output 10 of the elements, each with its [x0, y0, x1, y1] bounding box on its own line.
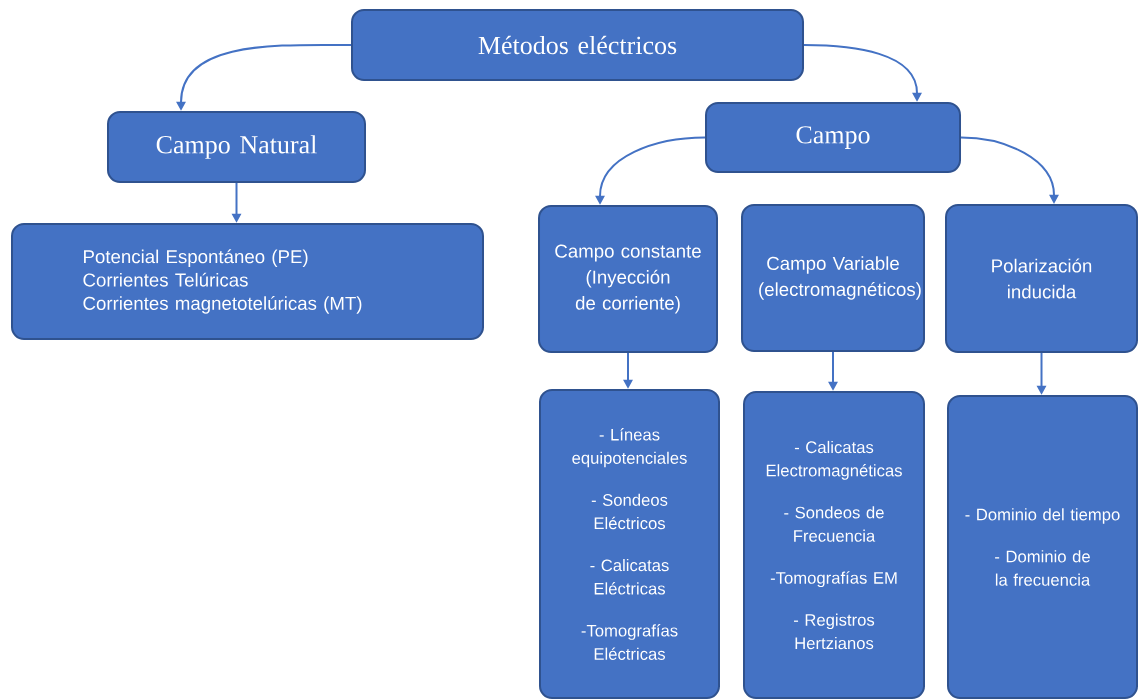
process-box: Campo	[705, 102, 961, 173]
process-box: Campo constante (Inyección de corriente)	[538, 205, 718, 353]
process-box: Campo Variable (electromagnéticos)	[741, 204, 925, 352]
process-box: Polarización inducida	[945, 204, 1138, 353]
process-box: - Líneas equipotenciales - Sondeos Eléctricos - Calicatas Eléctricas -Tomografías Eléctricas	[539, 389, 720, 699]
process-box: Campo Natural	[107, 111, 366, 183]
process-box: Potencial Espontáneo (PE) Corrientes Telúricas Corrientes magnetotelúricas (MT)	[11, 223, 484, 340]
process-box: Métodos eléctricos	[351, 9, 804, 81]
process-box: - Calicatas Electromagnéticas - Sondeos de Frecuencia -Tomografías EM - Registros Hertzianos	[743, 391, 925, 699]
process-box: - Dominio del tiempo - Dominio de la frecuencia	[947, 395, 1138, 699]
